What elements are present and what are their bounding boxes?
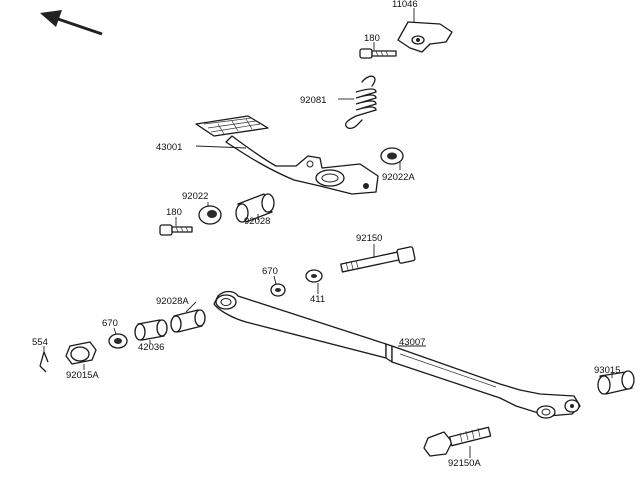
callout-11046: 11046 <box>392 0 418 10</box>
bushing-42036[interactable] <box>134 319 168 341</box>
callout-93015: 93015 <box>594 365 620 376</box>
washer-92022A[interactable] <box>380 147 404 165</box>
bolt-92150[interactable] <box>340 246 416 273</box>
callout-92028: 92028 <box>244 216 270 227</box>
bushing-93015[interactable] <box>597 370 635 395</box>
brake-pedal-43001[interactable] <box>195 115 379 195</box>
bracket-11046[interactable] <box>397 21 453 53</box>
callout-180-mid: 180 <box>166 207 182 218</box>
bolt-92150A[interactable] <box>423 426 492 457</box>
callout-411: 411 <box>310 294 325 305</box>
cotter-pin-670-lower[interactable] <box>108 333 128 349</box>
callout-43001: 43001 <box>156 142 182 153</box>
callout-180-top: 180 <box>364 33 380 44</box>
callout-43007: 43007 <box>399 337 425 348</box>
arrow-up-left-icon <box>40 10 103 36</box>
pin-554[interactable] <box>39 351 49 373</box>
callout-92028A: 92028A <box>156 296 189 307</box>
bushing-92028A[interactable] <box>170 309 206 333</box>
callout-92081: 92081 <box>300 95 326 106</box>
callout-670-lower: 670 <box>102 318 118 329</box>
callout-554: 554 <box>32 337 48 348</box>
nut-92015A[interactable] <box>65 341 97 365</box>
brake-rod-43007[interactable] <box>213 290 581 419</box>
washer-92022[interactable] <box>198 205 222 225</box>
spring-92081[interactable] <box>344 75 377 130</box>
callout-670-upper: 670 <box>262 266 278 277</box>
callout-92150A: 92150A <box>448 458 481 469</box>
callout-42036: 42036 <box>138 342 164 353</box>
cotter-pin-670-upper[interactable] <box>270 283 286 297</box>
callout-92015A: 92015A <box>66 370 99 381</box>
washer-411[interactable] <box>305 269 323 283</box>
bolt-180-mid[interactable] <box>159 224 193 236</box>
callout-92150: 92150 <box>356 233 382 244</box>
bushing-92028[interactable] <box>235 193 275 223</box>
bolt-180-top[interactable] <box>359 48 397 59</box>
callout-92022: 92022 <box>182 191 208 202</box>
callout-92022A: 92022A <box>382 172 415 183</box>
